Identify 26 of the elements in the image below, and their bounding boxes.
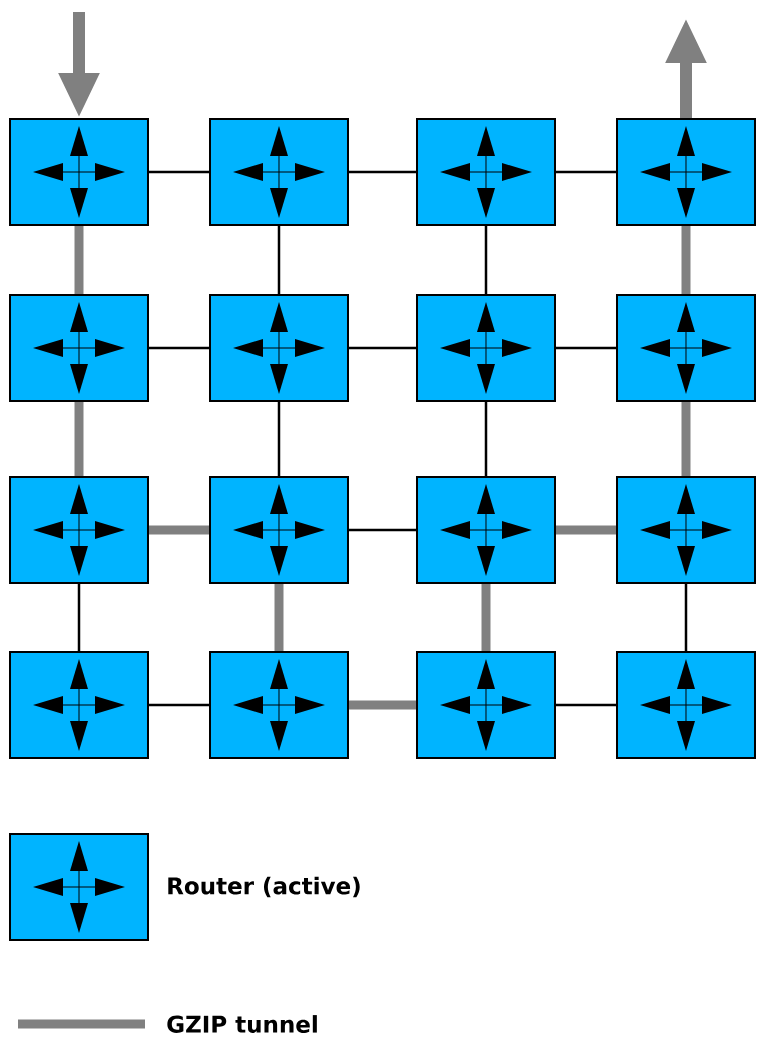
link-line [484,226,488,294]
tunnel-line [74,402,84,476]
tunnel-line [274,584,284,651]
tunnel-line [681,402,691,476]
link-line [277,402,281,476]
tunnel-line [74,226,84,294]
link-line [349,170,416,174]
link-line [149,170,209,174]
link-line [556,703,616,707]
link-line [77,584,81,651]
tunnel-line [481,584,491,651]
tunnel-line [149,525,209,535]
link-line [277,226,281,294]
link-line [149,346,209,350]
link-line [349,346,416,350]
tunnel-line [349,700,416,710]
tunnel-line [681,226,691,294]
tunnel-line [556,525,616,535]
link-line [349,528,416,532]
legend-label: Router (active) [168,876,360,898]
link-line [684,584,688,651]
link-line [484,402,488,476]
link-line [556,170,616,174]
link-line [149,703,209,707]
legend-label: GZIP tunnel [167,1015,317,1033]
link-line [556,346,616,350]
